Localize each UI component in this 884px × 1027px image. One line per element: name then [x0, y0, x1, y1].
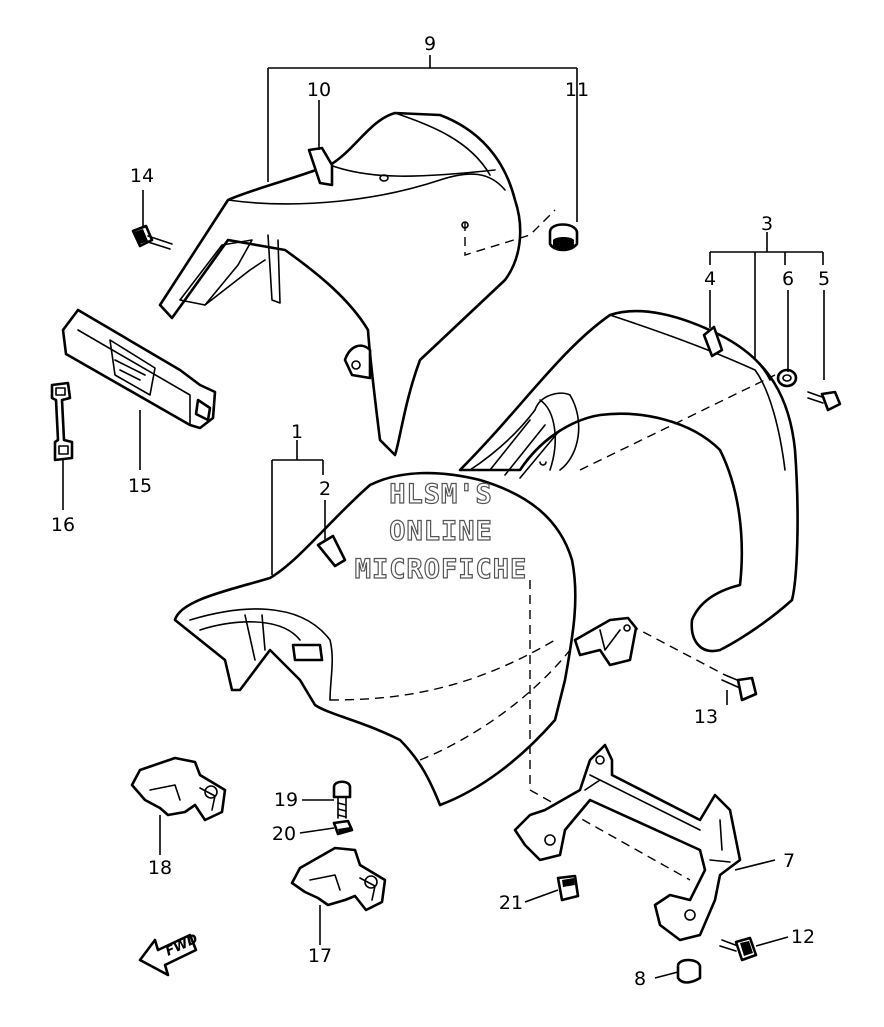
- callout-6: 6: [782, 268, 794, 290]
- seat-hook-bracket: [573, 616, 638, 667]
- grommet-11: [548, 223, 579, 252]
- rear-fender-cowl: [458, 309, 799, 653]
- callout-20: 20: [272, 823, 296, 845]
- screw-19: [332, 780, 352, 819]
- callout-13: 13: [694, 706, 718, 728]
- callout-15: 15: [128, 475, 152, 497]
- callout-12: 12: [791, 926, 815, 948]
- callout-16: 16: [51, 514, 75, 536]
- hook-17: [290, 846, 387, 912]
- clip-21: [556, 874, 580, 902]
- bracket-15: [61, 308, 217, 430]
- callout-14: 14: [130, 165, 154, 187]
- hook-18: [130, 756, 227, 822]
- callout-5: 5: [818, 268, 830, 290]
- callout-7: 7: [783, 850, 795, 872]
- callout-21: 21: [499, 892, 523, 914]
- bolt-13: [629, 624, 758, 702]
- callout-18: 18: [148, 857, 172, 879]
- callout-10: 10: [307, 79, 331, 101]
- bolt-14: [131, 224, 173, 250]
- leader-lines: [62, 55, 825, 979]
- callout-19: 19: [274, 789, 298, 811]
- nut-8: [676, 958, 702, 984]
- callout-2: 2: [319, 478, 331, 500]
- watermark-line-2: ONLINE: [389, 516, 493, 547]
- screw-5: [807, 390, 842, 412]
- callout-4: 4: [704, 268, 716, 290]
- callout-9: 9: [424, 33, 436, 55]
- watermark-line-3: MICROFICHE: [355, 554, 528, 585]
- bolt-12: [719, 936, 758, 962]
- nut-20: [332, 819, 354, 836]
- watermark: HLSM'S ONLINE MICROFICHE: [354, 478, 528, 585]
- strap-16: [50, 381, 74, 462]
- callout-17: 17: [308, 945, 332, 967]
- seat-frame-7: [513, 743, 742, 942]
- washer-6: [776, 368, 798, 388]
- callout-3: 3: [761, 213, 773, 235]
- watermark-line-1: HLSM'S: [389, 479, 493, 510]
- rear-seat-cowl: [158, 111, 556, 457]
- callout-labels: 1 2 3 4 5 6 7 8 9 10 11 12 13 14 15 16 1…: [51, 33, 830, 990]
- callout-1: 1: [291, 421, 303, 443]
- callout-8: 8: [634, 968, 646, 990]
- fwd-arrow-icon: FWD: [138, 932, 201, 977]
- front-seat: [173, 471, 691, 881]
- callout-11: 11: [565, 79, 589, 101]
